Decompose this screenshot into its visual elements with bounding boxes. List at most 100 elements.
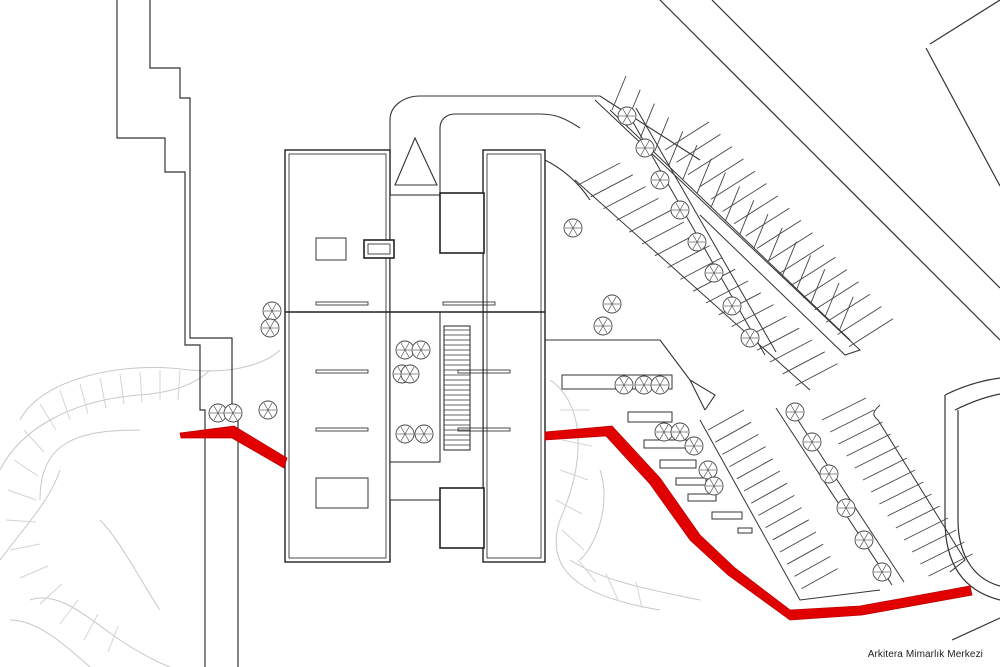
tree-symbol [819, 464, 839, 484]
parking-stall-line [664, 121, 710, 151]
parking-stall-line [854, 445, 900, 469]
tree-symbol [593, 316, 613, 336]
parking-stall-line [779, 244, 825, 274]
parking-stall-line [682, 144, 698, 180]
tree-symbol [704, 263, 724, 283]
tree-symbol [740, 328, 760, 348]
tree-symbol [617, 106, 637, 126]
parking-stall-line [590, 174, 634, 198]
parking-stall-line [829, 409, 875, 433]
parking-stall-line [879, 481, 924, 505]
parking-stall-line [838, 296, 854, 331]
parking-stall-line [654, 117, 670, 152]
parking-stall-line [786, 543, 824, 565]
parking-stall-line [710, 172, 726, 207]
parking-stall-line [745, 207, 790, 237]
tree-symbol [687, 232, 707, 252]
parking-stall-line [821, 397, 867, 421]
tree-symbol [802, 432, 822, 452]
parking-stall-line [782, 351, 826, 375]
parking-stall-line [739, 200, 755, 235]
parking-stall-line [769, 339, 813, 363]
parking-stall-line [750, 482, 788, 504]
parking-stall-line [676, 133, 721, 163]
parking-stall-line [707, 409, 745, 431]
parking-stall-line [680, 257, 723, 280]
tree-symbol [635, 138, 655, 158]
parking-stall-line [722, 434, 759, 455]
tree-symbol [400, 364, 420, 384]
parking-stall-line [791, 256, 836, 286]
parking-stall-line [696, 158, 712, 193]
parking-stall-line [705, 280, 749, 304]
parking-stall-line [736, 458, 774, 480]
tree-symbol [722, 296, 742, 316]
parking-stall-line [756, 327, 800, 351]
tree-symbol [698, 460, 718, 480]
tree-symbol [785, 402, 805, 422]
tree-symbol [208, 403, 228, 423]
parking-upper-stalls [577, 75, 894, 386]
parking-stall-line [767, 227, 783, 262]
parking-stall-line [758, 495, 795, 516]
terrain-hatching [5, 369, 643, 653]
pedestrian-path [179, 425, 973, 621]
image-credit: Arkitera Mimarlık Merkezi [864, 648, 986, 661]
parking-stall-line [772, 519, 810, 541]
road [659, 0, 1000, 641]
parking-stall-line [825, 293, 871, 323]
parking-stall-line [603, 186, 646, 209]
tree-symbol [260, 318, 280, 338]
parking-stall-line [794, 556, 831, 577]
site-boundary [116, 0, 239, 667]
tree-symbol [836, 498, 856, 518]
tree-symbol [411, 340, 431, 360]
tree-symbol [670, 422, 690, 442]
parking-stall-line [710, 170, 756, 200]
parking-stall-line [796, 255, 812, 290]
parking-stall-line [729, 446, 766, 467]
parking-stall-line [781, 241, 797, 276]
parking-stall-line [765, 507, 802, 528]
parking-stall-line [837, 306, 882, 335]
tree-symbol [563, 218, 583, 238]
parking-stall-line [779, 531, 817, 553]
parking-lower-stalls [707, 397, 973, 589]
parking-stall-line [722, 183, 767, 212]
trees [208, 106, 892, 582]
parking-stall-line [928, 553, 973, 577]
tree-symbol [262, 301, 282, 321]
parking-stall-line [733, 195, 779, 225]
tree-symbol [414, 424, 434, 444]
building [284, 149, 546, 563]
parking-upper [574, 99, 861, 391]
parking-stall-line [911, 529, 957, 553]
parking-stall-line [814, 281, 859, 311]
parking-stall-line [887, 493, 932, 517]
tree-symbol [395, 340, 415, 360]
parking-stall-line [862, 457, 908, 481]
parking-stall-line [641, 221, 685, 245]
tree-symbol [634, 375, 654, 395]
parking-stall-line [743, 470, 781, 492]
tree-symbol [395, 424, 415, 444]
tree-symbol [704, 476, 724, 496]
parking-stall-line [920, 541, 965, 565]
parking-stall-line [846, 433, 891, 457]
parking-stall-line [699, 158, 744, 188]
tree-symbol [650, 375, 670, 395]
access-drive [389, 95, 716, 411]
parking-stall-line [810, 269, 826, 304]
parking-stall-line [802, 269, 848, 298]
tree-symbol [223, 403, 243, 423]
tree-symbol [654, 422, 674, 442]
parking-stall-line [639, 103, 655, 138]
parking-stall-line [903, 517, 949, 541]
tree-symbol [872, 562, 892, 582]
parking-stall-line [577, 162, 621, 186]
parking-stall-line [801, 568, 838, 589]
parking-stall-line [668, 131, 684, 166]
parking-stall-line [895, 505, 941, 529]
tree-symbol [684, 436, 704, 456]
